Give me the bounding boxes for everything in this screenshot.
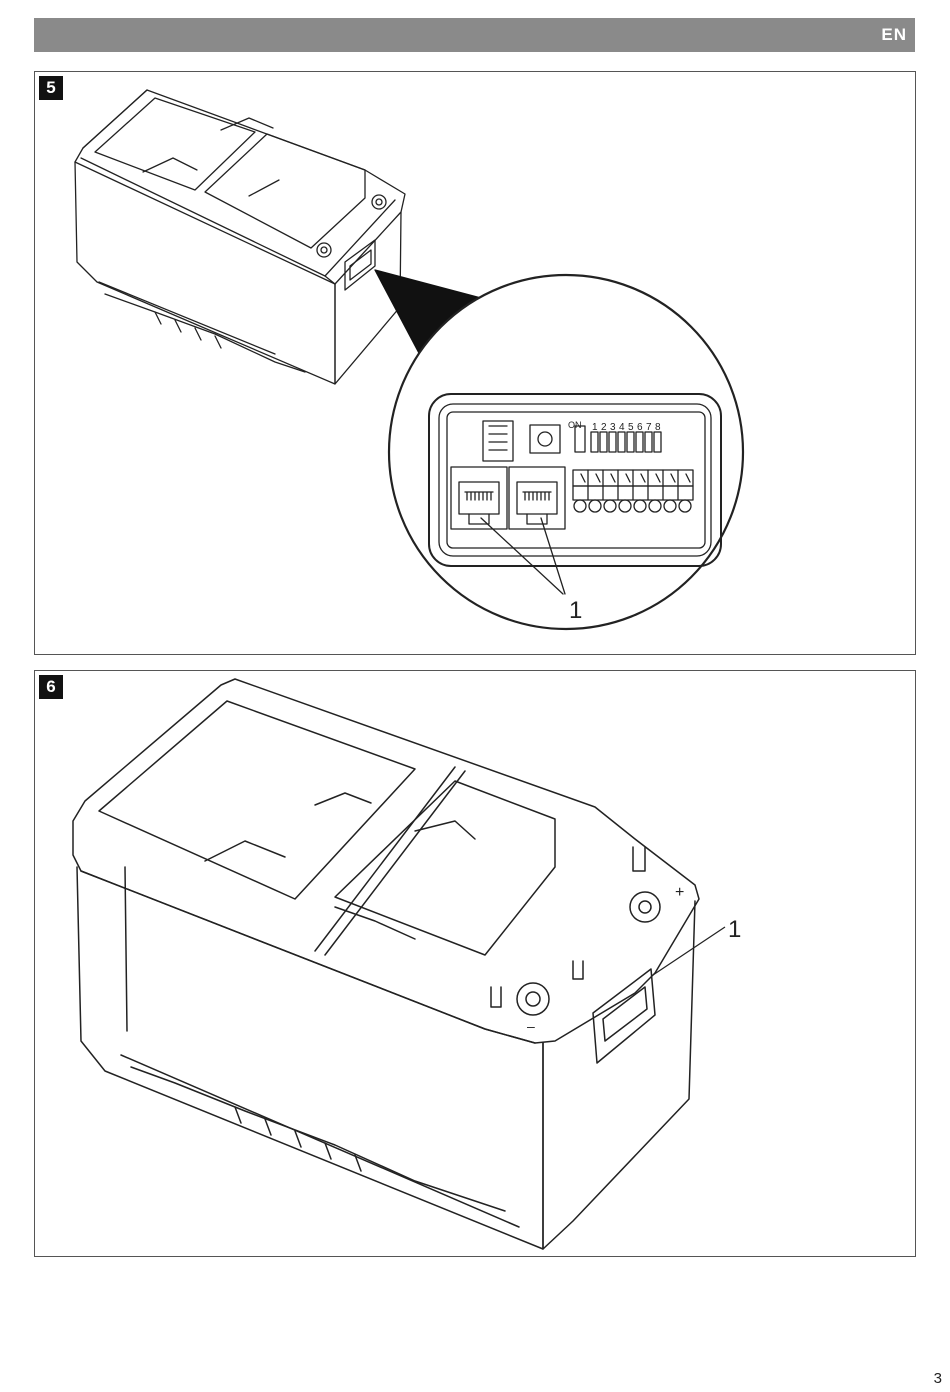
callout-number: 1 xyxy=(569,597,582,624)
figure-5-drawing: ON 1 2 3 4 5 6 7 8 1 xyxy=(35,72,915,654)
language-code: EN xyxy=(881,25,907,45)
battery-small-illustration xyxy=(75,90,405,384)
dip-switch-label: 1 xyxy=(592,422,598,433)
dip-switch-label: 4 xyxy=(619,422,625,433)
page-number: 3 xyxy=(934,1370,942,1387)
callout-number: 1 xyxy=(728,916,741,943)
dip-switch-label: 7 xyxy=(646,422,652,433)
dip-switch-label: 5 xyxy=(628,422,634,433)
battery-large-illustration xyxy=(73,679,699,1249)
header-bar: EN xyxy=(34,18,915,52)
dip-switch-label: 8 xyxy=(655,422,661,433)
figure-5: 5 xyxy=(34,71,916,655)
dip-switch-label: 6 xyxy=(637,422,643,433)
figure-6-drawing: 1 + – xyxy=(35,671,915,1256)
figure-6: 6 xyxy=(34,670,916,1257)
terminal-minus-label: – xyxy=(527,1018,535,1034)
dip-switch-label: 2 xyxy=(601,422,607,433)
dip-switch-label: 3 xyxy=(610,422,616,433)
terminal-plus-label: + xyxy=(675,884,684,901)
magnifier-circle xyxy=(389,275,743,629)
dip-switch-on-label: ON xyxy=(568,420,582,430)
